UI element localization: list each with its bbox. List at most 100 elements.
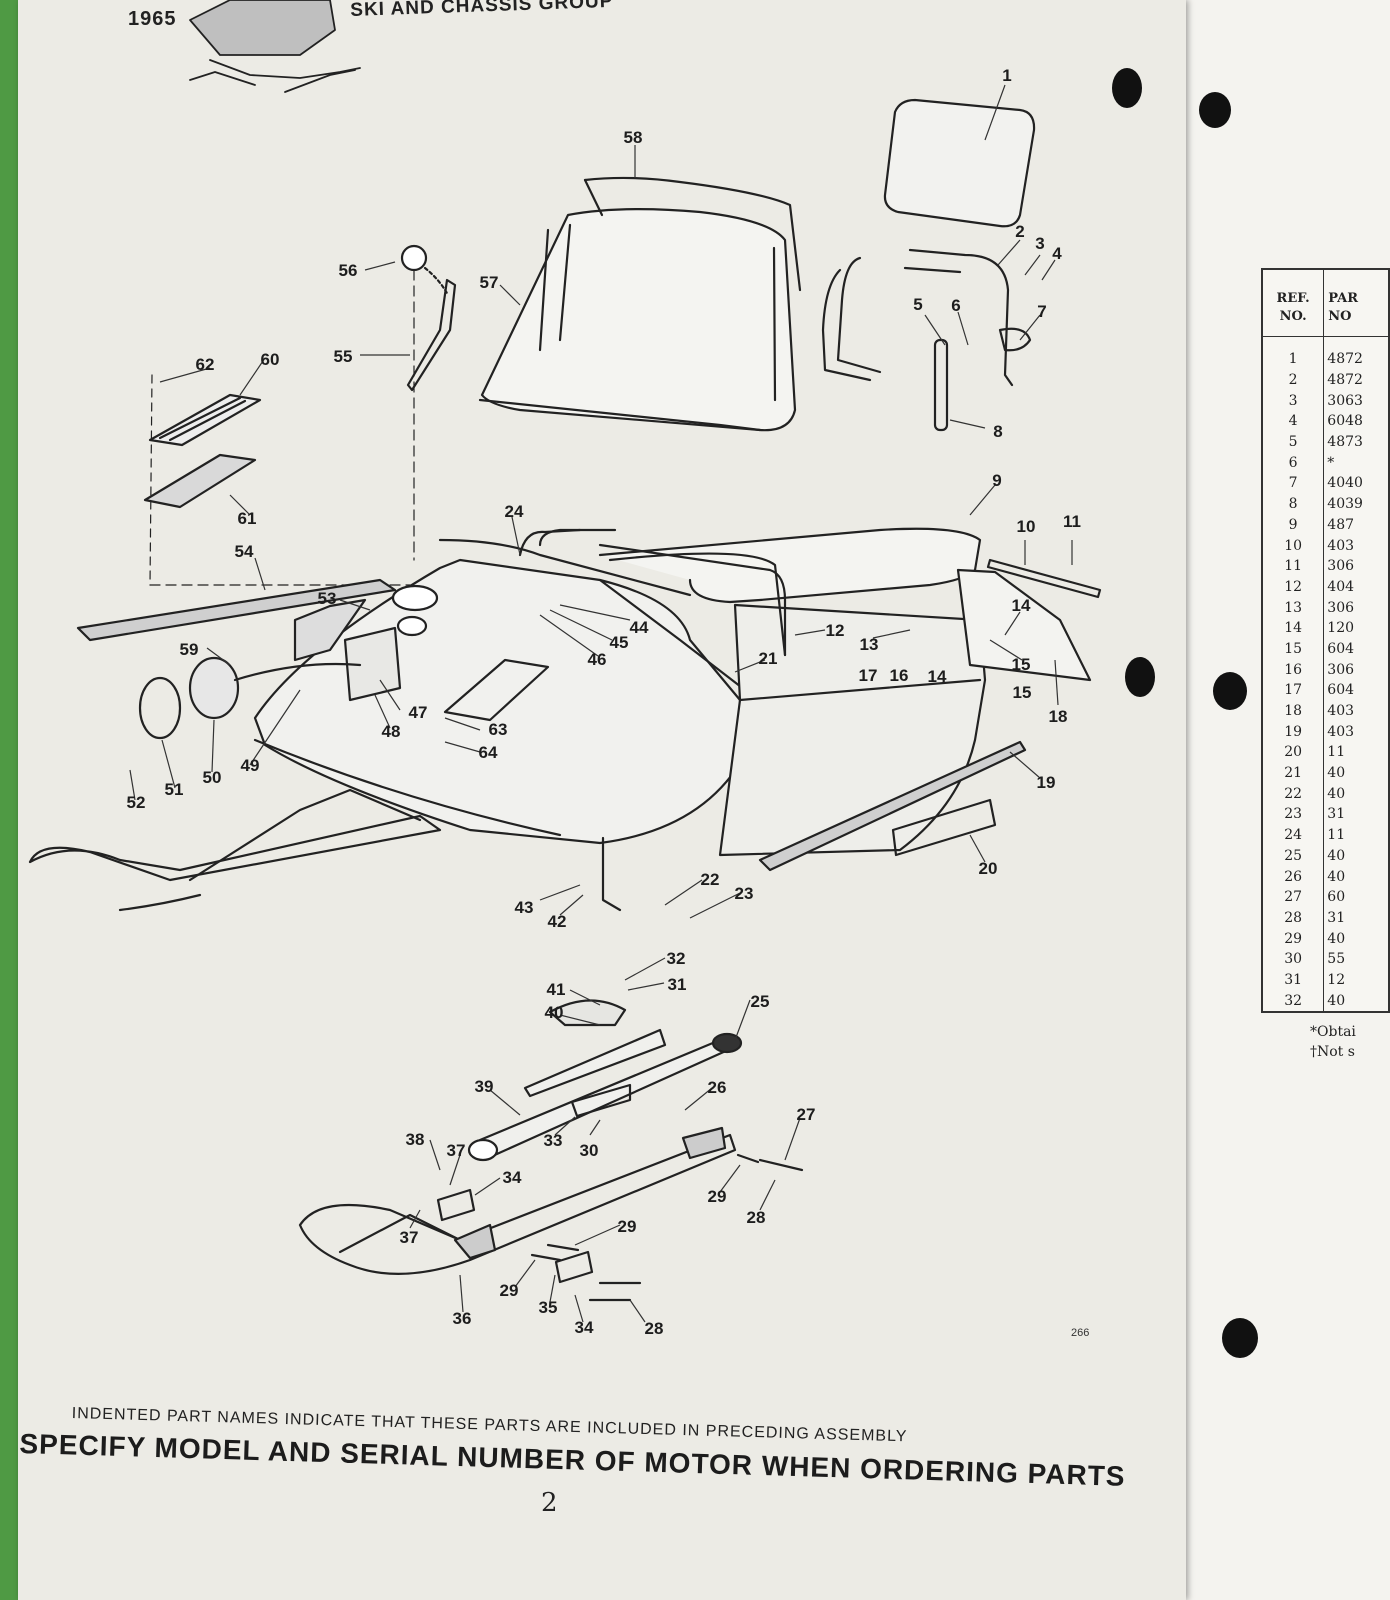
binder-hole: [1125, 657, 1155, 697]
callout-19: 19: [1036, 773, 1056, 792]
ref-no-cell: 5: [1262, 431, 1325, 453]
backrest-frame: [821, 248, 1014, 387]
callout-32: 32: [666, 949, 686, 968]
callout-38: 38: [405, 1130, 425, 1149]
ref-no-cell: 25: [1262, 845, 1325, 867]
windshield: [480, 208, 797, 432]
callout-50: 50: [202, 768, 222, 787]
ref-no-cell: 17: [1262, 680, 1325, 701]
callout-35: 35: [538, 1298, 558, 1317]
screen-panel: [143, 453, 257, 509]
callout-8: 8: [993, 422, 1003, 441]
callout-27: 27: [796, 1105, 816, 1124]
callout-16: 16: [889, 666, 909, 685]
callout-37: 37: [399, 1228, 419, 1247]
callout-54: 54: [234, 542, 254, 561]
callout-36: 36: [452, 1309, 472, 1328]
part-no-cell: 40: [1327, 868, 1346, 885]
callout-49: 49: [240, 756, 260, 775]
ref-no-cell: 28: [1262, 907, 1325, 929]
callout-44: 44: [629, 618, 649, 637]
callout-10: 10: [1016, 517, 1036, 536]
part-no-cell: 40: [1327, 847, 1346, 864]
windshield-trim: [583, 176, 802, 292]
callout-42: 42: [547, 912, 567, 931]
callout-26: 26: [707, 1078, 727, 1097]
callout-6: 6: [951, 296, 961, 315]
callout-34: 34: [502, 1168, 522, 1187]
binder-hole: [1222, 1318, 1258, 1358]
callout-39: 39: [474, 1077, 494, 1096]
callout-4: 4: [1052, 244, 1062, 263]
ref-no-cell: 10: [1262, 535, 1325, 556]
callout-57: 57: [479, 273, 499, 292]
callout-12: 12: [825, 621, 845, 640]
part-no-cell: 120: [1327, 620, 1355, 637]
callout-29: 29: [707, 1187, 727, 1206]
callout-21: 21: [758, 649, 778, 668]
callout-40: 40: [544, 1003, 564, 1022]
ref-no-cell: 21: [1262, 762, 1325, 784]
part-no-cell: 403: [1327, 703, 1355, 720]
part-no-cell: 12: [1327, 971, 1346, 988]
header-snowmobile-thumbnail: [189, 0, 361, 93]
callout-52: 52: [126, 793, 146, 812]
callout-13: 13: [859, 635, 879, 654]
callout-9: 9: [992, 471, 1002, 490]
decal: [891, 798, 997, 857]
ref-no-cell: 26: [1262, 866, 1325, 887]
ref-no-cell: 3: [1262, 390, 1325, 412]
callout-5: 5: [913, 295, 923, 314]
ref-no-cell: 24: [1262, 824, 1325, 846]
callout-15: 15: [1011, 655, 1031, 674]
part-no-cell: 4039: [1327, 496, 1363, 513]
callout-37: 37: [446, 1141, 466, 1160]
callout-28: 28: [644, 1319, 664, 1338]
part-no-cell: 306: [1327, 599, 1355, 616]
callout-48: 48: [381, 722, 401, 741]
ref-no-cell: 22: [1262, 783, 1325, 805]
part-no-cell: 40: [1327, 930, 1346, 947]
leaf-spring-upper: [523, 1028, 667, 1098]
part-no-cell: 487: [1327, 516, 1355, 533]
callout-17: 17: [858, 666, 878, 685]
binder-hole: [1199, 92, 1231, 128]
callout-24: 24: [504, 502, 524, 521]
ref-no-cell: 23: [1262, 804, 1325, 825]
rear-flap: [956, 568, 1092, 682]
callout-15: 15: [1012, 683, 1032, 702]
callout-25: 25: [750, 992, 770, 1011]
ref-no-cell: 27: [1262, 886, 1325, 908]
callout-2: 2: [1015, 222, 1025, 241]
part-no-cell: 604: [1327, 640, 1355, 657]
part-no-cell: 4873: [1327, 434, 1363, 451]
running-board: [758, 740, 1027, 872]
callout-31: 31: [667, 975, 687, 994]
part-no-cell: 40: [1327, 785, 1346, 802]
ref-no-cell: 31: [1262, 969, 1325, 991]
ref-no-cell: 7: [1262, 473, 1325, 494]
callout-33: 33: [543, 1131, 563, 1150]
figure-code: 266: [1071, 1327, 1090, 1339]
callout-30: 30: [579, 1141, 599, 1160]
ref-no-cell: 11: [1262, 555, 1325, 577]
callout-55: 55: [333, 347, 353, 366]
